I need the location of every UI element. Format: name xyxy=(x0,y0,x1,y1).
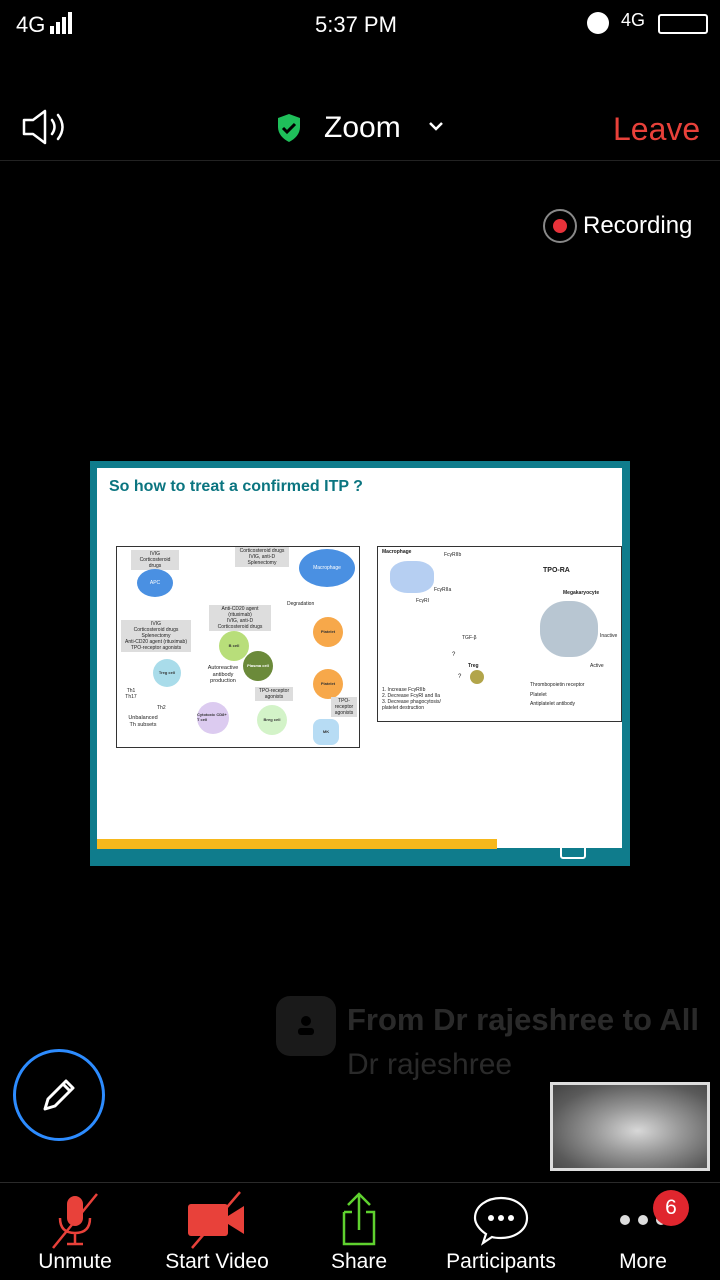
treg-shape xyxy=(470,670,484,684)
fig-text: Inactive xyxy=(600,633,618,639)
platelet-cell: Platelet xyxy=(313,617,343,647)
fig-text: Splenectomy xyxy=(247,560,277,566)
fig-text: 1. Increase FcγRIIb xyxy=(382,687,426,693)
fig-text: IVIG, anti-D xyxy=(226,618,254,624)
fig-text: Corticosteroid drugs xyxy=(217,624,263,630)
clock: 5:37 PM xyxy=(315,12,397,37)
start-video-button[interactable]: Start Video xyxy=(147,1190,287,1274)
fig-text: Splenectomy xyxy=(141,633,171,639)
slide-logo-icon xyxy=(560,833,586,859)
fig-text: TPO-receptor agonists xyxy=(130,645,182,651)
fig-text: TPO-receptor agonists xyxy=(255,687,293,701)
fig-text: Corticosteroid drugs xyxy=(239,548,285,554)
slide-title: So how to treat a confirmed ITP ? xyxy=(109,478,363,495)
fig-text: Treg xyxy=(468,663,479,669)
fig-text: 2. Decrease FcγRI and IIa xyxy=(382,693,441,699)
share-button[interactable]: Share xyxy=(289,1190,429,1274)
start-video-label: Start Video xyxy=(165,1250,269,1273)
annotate-button[interactable] xyxy=(13,1049,105,1141)
fig-text: Anti-CD20 agent (rituximab) xyxy=(125,639,187,645)
video-off-icon xyxy=(188,1191,244,1249)
legend-item: Platelet xyxy=(530,691,547,698)
network-label-right: 4G xyxy=(621,10,646,30)
user-icon xyxy=(298,1016,314,1035)
legend-item: Thrombopoietin receptor xyxy=(530,682,585,688)
right-figure: Macrophage FcγRIIb FcγRIIa FcγRI TPO-RA … xyxy=(377,546,622,722)
signal-icon xyxy=(50,12,72,34)
fig-text: Anti-CD20 agent (rituximab) xyxy=(221,606,259,618)
pencil-icon xyxy=(43,1079,75,1111)
alarm-icon xyxy=(587,12,609,34)
chat-message: Dr rajeshree xyxy=(347,1048,513,1081)
fig-text: Megakaryocyte xyxy=(563,590,600,596)
platelet-cell: Platelet xyxy=(313,669,343,699)
more-label: More xyxy=(619,1250,667,1273)
chat-avatar xyxy=(276,996,336,1056)
fig-text: IVIG, anti-D xyxy=(248,554,276,560)
chat-sender: From Dr rajeshree to All xyxy=(347,1002,700,1037)
fig-text: Corticosteroid drugs xyxy=(139,557,171,569)
legend-item: Antiplatelet antibody xyxy=(530,701,576,707)
record-icon xyxy=(543,209,577,243)
apc-cloud: APC xyxy=(137,569,173,597)
fig-text: FcγRIIb xyxy=(444,552,462,558)
treg-cell: Treg cell xyxy=(153,659,181,687)
fig-text: FcγRIIa xyxy=(434,587,452,593)
fig-text: 3. Decrease phagocytosis/ platelet destr… xyxy=(382,699,441,711)
leave-button[interactable]: Leave xyxy=(613,111,701,147)
status-bar: 4G 5:37 PM 4G xyxy=(0,0,720,50)
fig-text: Th2 xyxy=(157,705,166,711)
notification-badge: 6 xyxy=(653,1190,689,1226)
plasma-cell: Plasma cell xyxy=(243,651,273,681)
fig-text: IVIG xyxy=(149,551,160,557)
megakaryocyte-shape xyxy=(540,601,598,657)
fig-text: TGF-β xyxy=(462,635,477,641)
network-label: 4G xyxy=(16,12,46,37)
more-button[interactable]: More 6 xyxy=(573,1190,713,1274)
participants-button[interactable]: Participants xyxy=(431,1190,571,1274)
speaker-icon[interactable] xyxy=(22,109,70,145)
fig-text: Macrophage xyxy=(382,549,412,555)
fig-text: Unbalanced Th subsets xyxy=(128,715,158,728)
fig-text: TPO-receptor agonists xyxy=(331,697,357,717)
b-cell: B cell xyxy=(219,631,249,661)
cytotoxic-cell: Cytotoxic CD8+ T cell xyxy=(197,702,229,734)
breg-cell: Breg cell xyxy=(257,705,287,735)
chat-bubble-icon xyxy=(473,1196,529,1246)
fig-text: Degradation xyxy=(287,601,315,607)
fig-text: Autoreactive antibody production xyxy=(207,665,239,685)
fig-text: Corticosteroid drugs xyxy=(133,627,179,633)
microphone-muted-icon xyxy=(52,1193,98,1249)
fig-text: Th1 Th17 xyxy=(125,688,137,700)
macrophage-shape xyxy=(390,561,434,593)
battery-icon xyxy=(658,14,708,34)
recording-label: Recording xyxy=(583,212,693,239)
share-label: Share xyxy=(330,1250,388,1273)
self-video-thumbnail[interactable] xyxy=(550,1082,710,1171)
meeting-title[interactable]: Zoom xyxy=(324,111,401,144)
meeting-header: Zoom Leave xyxy=(0,95,720,161)
unmute-button[interactable]: Unmute xyxy=(5,1190,145,1274)
fig-text: FcγRI xyxy=(416,598,430,604)
slide-footer-bar xyxy=(97,839,497,849)
unmute-label: Unmute xyxy=(38,1250,112,1273)
shield-check-icon xyxy=(278,114,300,142)
fig-text: ? xyxy=(458,674,462,680)
toolbar-divider xyxy=(0,1182,720,1183)
fig-text: ? xyxy=(452,652,456,658)
share-icon xyxy=(342,1192,376,1246)
fig-text: Active xyxy=(590,663,604,669)
mk-cell: MK xyxy=(313,719,339,745)
fig-text: IVIG xyxy=(150,621,161,627)
recording-indicator: Recording xyxy=(543,209,692,243)
fig-text: TPO-RA xyxy=(543,567,570,574)
macrophage-cloud: Macrophage xyxy=(299,549,355,587)
participants-label: Participants xyxy=(446,1250,556,1273)
chevron-down-icon[interactable] xyxy=(428,121,444,133)
